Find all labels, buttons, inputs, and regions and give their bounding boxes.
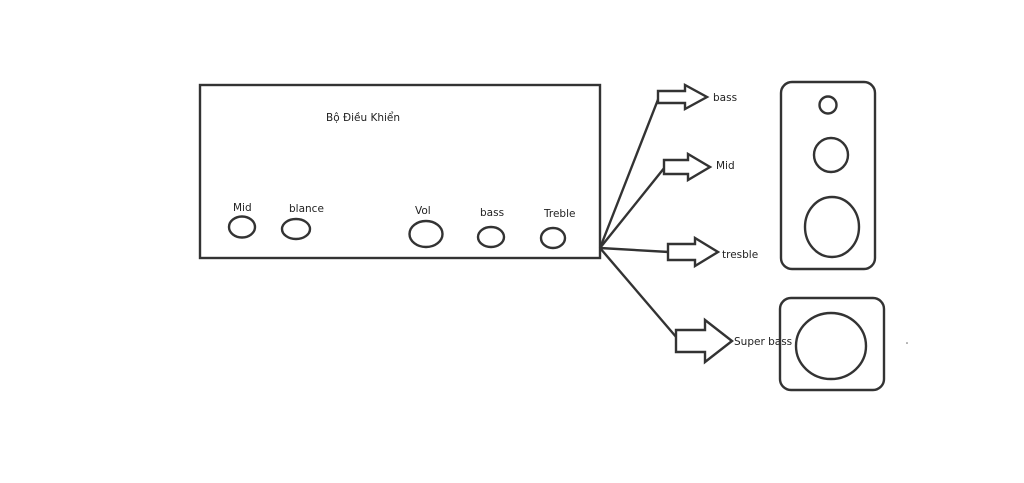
knob-circle [539, 226, 567, 250]
controller-outline [198, 83, 602, 260]
speaker-subwoofer [778, 296, 886, 392]
line-treble [599, 246, 670, 254]
speaker-cabinet [779, 80, 877, 271]
arrow-right-icon [666, 235, 721, 269]
output-label: Super bass [734, 336, 792, 348]
knob-label: Treble [543, 208, 575, 220]
knob-label: Vol [415, 205, 431, 217]
speaker-tower [779, 80, 877, 271]
knob-mid: Mid [227, 202, 257, 239]
controller-title: Bộ Điều Khiển [326, 111, 400, 124]
line-bass [598, 96, 661, 249]
knob-circle [408, 219, 444, 249]
output-bass: bass [656, 82, 737, 112]
knob-label: blance [289, 203, 324, 215]
knob-volume: Vol [408, 205, 444, 249]
knob-circle [280, 217, 312, 241]
arrow-right-icon [674, 317, 734, 365]
output-label: Mid [716, 160, 735, 172]
output-treble: tresble [666, 235, 758, 269]
output-super-bass: Super bass [674, 317, 792, 365]
stray-dot [906, 342, 908, 344]
knob-label: Mid [233, 202, 252, 214]
connection-lines [598, 96, 678, 339]
woofer-icon [803, 195, 861, 259]
line-mid [599, 166, 666, 249]
midrange-driver-icon [812, 136, 850, 174]
tweeter-icon [818, 95, 838, 115]
subwoofer-driver-icon [794, 311, 868, 381]
output-label: bass [713, 92, 737, 104]
output-mid: Mid [662, 151, 735, 183]
knob-label: bass [480, 207, 504, 219]
line-super-bass [599, 247, 678, 339]
arrow-right-icon [662, 151, 713, 183]
output-label: tresble [722, 249, 758, 261]
knob-circle [476, 225, 506, 249]
knob-bass: bass [476, 207, 506, 249]
knob-circle [227, 215, 257, 239]
controller-box: Bộ Điều Khiển Mid blance Vol bass Treble [198, 83, 602, 260]
knob-treble: Treble [539, 208, 575, 250]
knob-balance: blance [280, 203, 324, 241]
subwoofer-cabinet [778, 296, 886, 392]
arrow-right-icon [656, 82, 710, 112]
